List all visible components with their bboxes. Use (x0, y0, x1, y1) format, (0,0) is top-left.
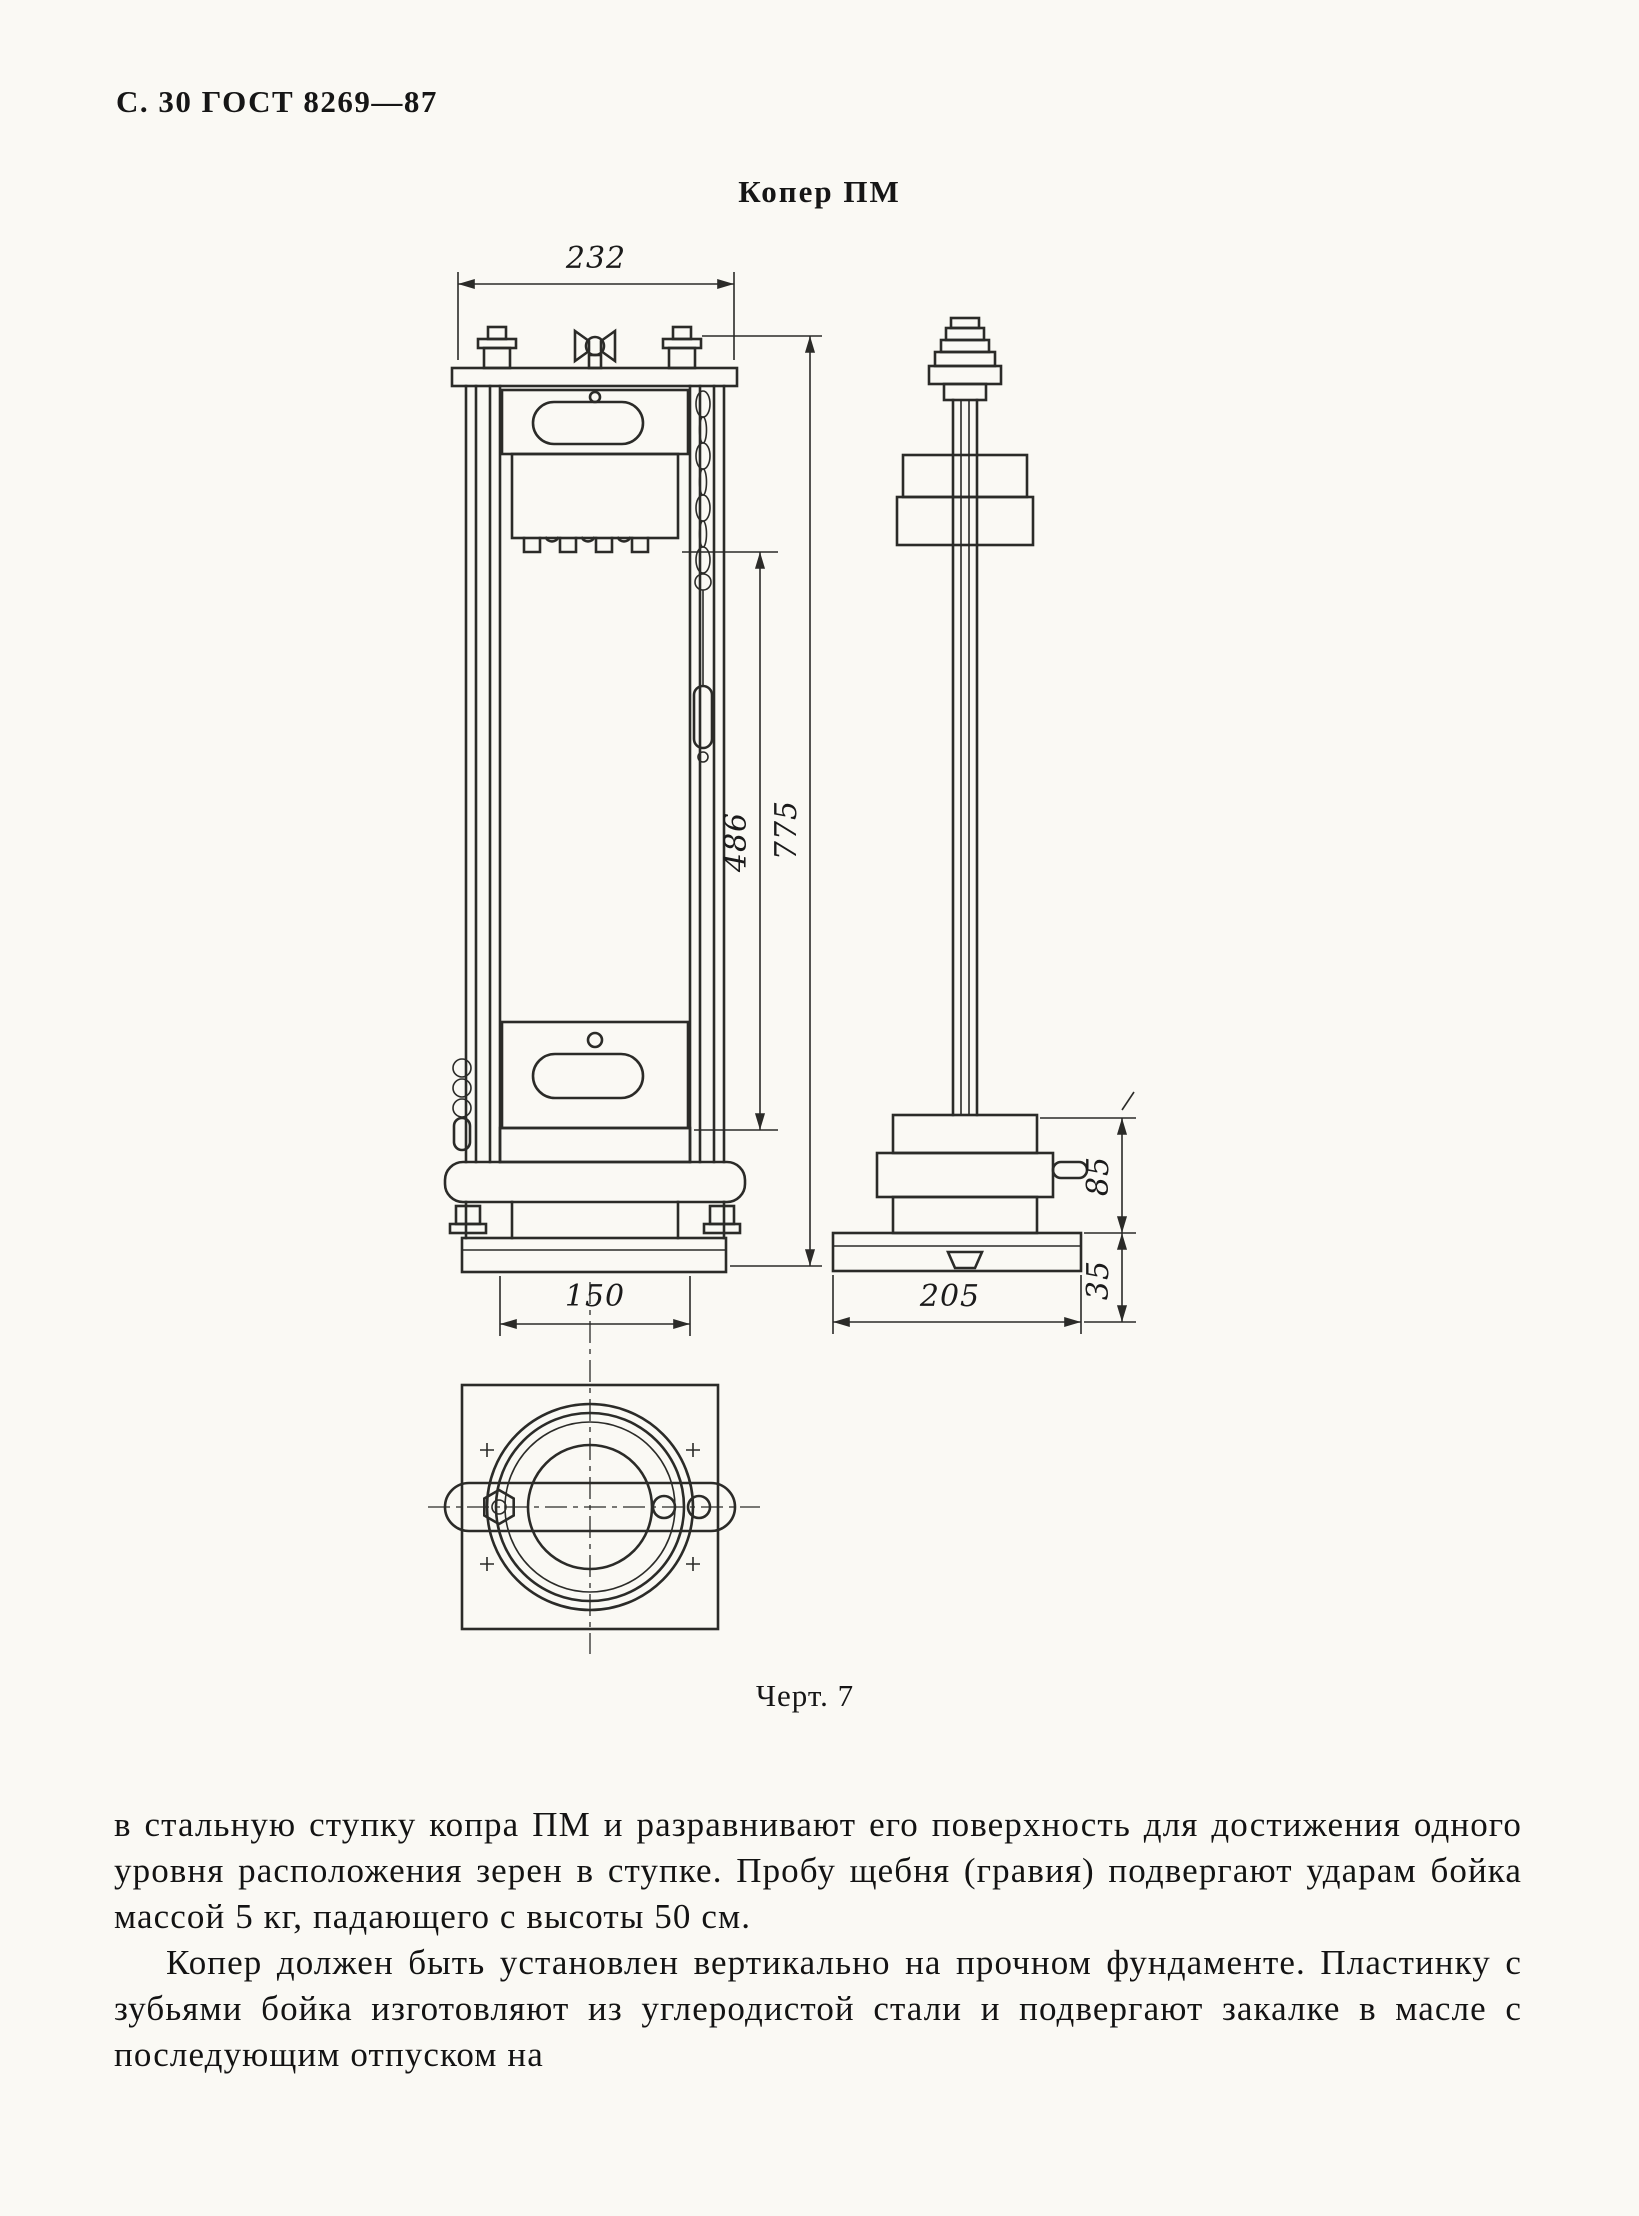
toothed-plate (510, 452, 680, 540)
dimension-label-150: 150 (565, 1279, 625, 1314)
side-view (831, 316, 1089, 1273)
dimension-label-486: 486 (719, 812, 754, 873)
left-latch-chain (452, 1058, 472, 1152)
body-text: в стальную ступку копра ПМ и разравниваю… (114, 1802, 1522, 2078)
chain (692, 390, 714, 763)
front-view (443, 325, 747, 1274)
body-paragraph-1: в стальную ступку копра ПМ и разравниваю… (114, 1805, 1522, 1936)
dimension-label-232: 232 (565, 241, 626, 276)
body-paragraph-2: Копер должен быть установлен вертикально… (114, 1943, 1522, 2074)
dimension-annotations: 232 775 486 150 85 35 205 (457, 241, 1136, 1336)
dimension-label-85: 85 (1081, 1156, 1116, 1196)
figure-caption: Черт. 7 (755, 1678, 855, 1713)
page-header: С. 30 ГОСТ 8269—87 (116, 84, 438, 119)
top-view (428, 1282, 760, 1654)
mortar-plate (498, 1126, 692, 1164)
dimension-label-775: 775 (769, 800, 804, 860)
hex-nut (482, 1488, 516, 1526)
base-side (831, 1231, 1083, 1273)
base-front (460, 1236, 728, 1274)
figure-title: Копер ПМ (738, 174, 901, 209)
dimension-label-35: 35 (1081, 1260, 1116, 1300)
dimension-label-205: 205 (919, 1279, 980, 1314)
